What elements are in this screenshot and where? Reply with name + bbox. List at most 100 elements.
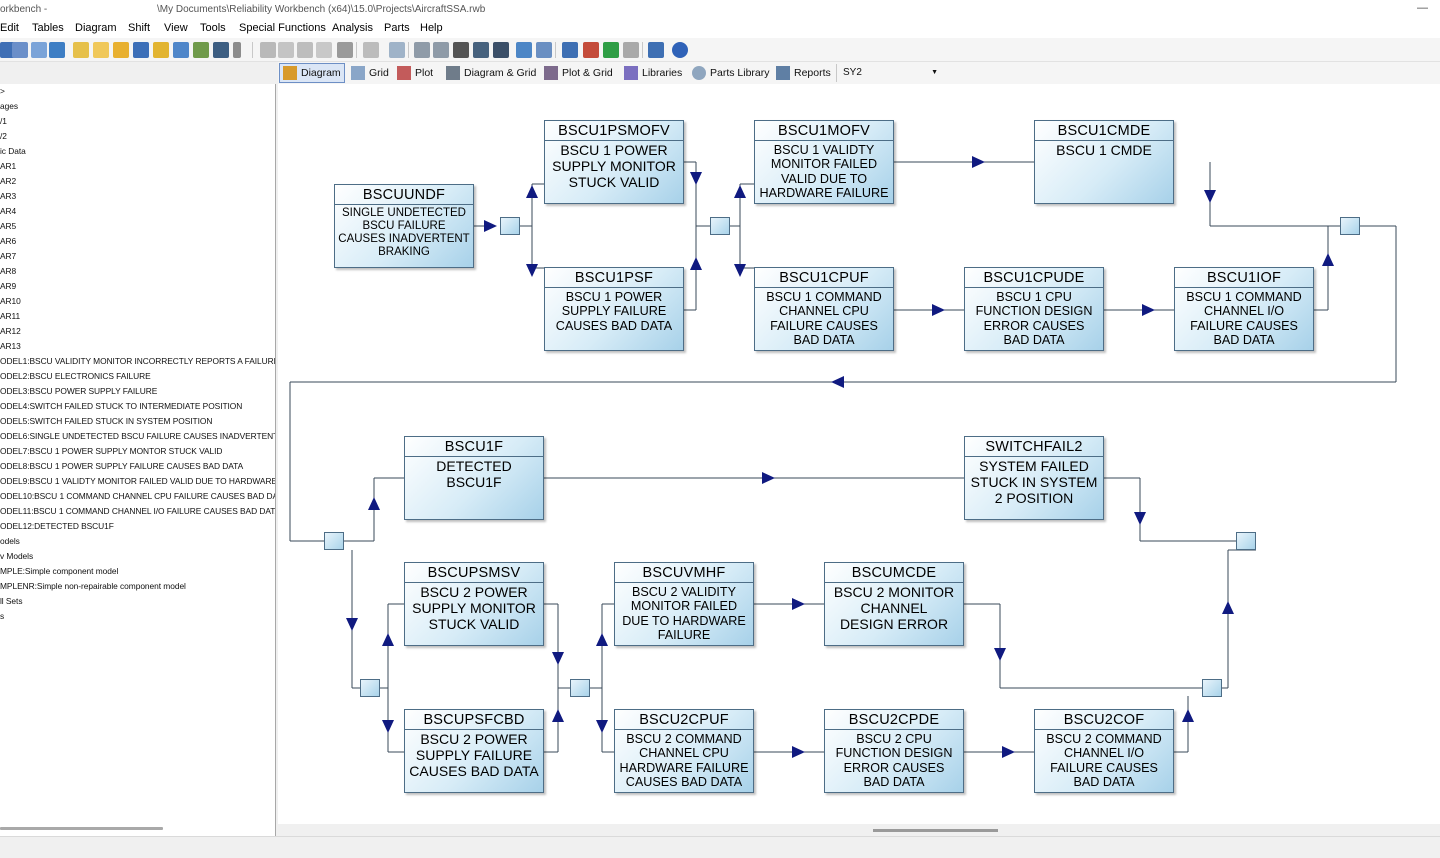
undo-icon[interactable]: [363, 42, 379, 58]
report-icon[interactable]: [536, 42, 552, 58]
junction-node[interactable]: [360, 679, 380, 697]
connect-icon[interactable]: [133, 42, 149, 58]
folder-icon[interactable]: [93, 42, 109, 58]
tree-item[interactable]: AR4: [0, 206, 17, 216]
tree-item[interactable]: ODEL5:SWITCH FAILED STUCK IN SYSTEM POSI…: [0, 416, 213, 426]
tree-horizontal-scrollbar[interactable]: [0, 827, 163, 830]
junction-node[interactable]: [1340, 217, 1360, 235]
tree-item[interactable]: AR13: [0, 341, 21, 351]
tree-item[interactable]: ll Sets: [0, 596, 23, 606]
cut-icon[interactable]: [260, 42, 276, 58]
binoculars-icon[interactable]: [493, 42, 509, 58]
tree-item[interactable]: AR12: [0, 326, 21, 336]
tree-item[interactable]: AR1: [0, 161, 17, 171]
tree-item[interactable]: ages: [0, 101, 18, 111]
tree-item[interactable]: MPLE:Simple component model: [0, 566, 119, 576]
globe-icon[interactable]: [193, 42, 209, 58]
grid-view-button[interactable]: Grid: [348, 63, 392, 83]
diagram-view-button[interactable]: Diagram: [279, 63, 345, 83]
tree-item[interactable]: AR2: [0, 176, 17, 186]
tree-item[interactable]: ODEL7:BSCU 1 POWER SUPPLY MONTOR STUCK V…: [0, 446, 223, 456]
minimize-button[interactable]: —: [1417, 2, 1428, 14]
tree-item[interactable]: ODEL10:BSCU 1 COMMAND CHANNEL CPU FAILUR…: [0, 491, 276, 501]
tree-item[interactable]: AR9: [0, 281, 17, 291]
menu-tables[interactable]: Tables: [32, 22, 64, 34]
pointer-icon[interactable]: [233, 42, 241, 58]
tree-item[interactable]: ODEL9:BSCU 1 VALIDTY MONITOR FAILED VALI…: [0, 476, 276, 486]
junction-node[interactable]: [324, 532, 344, 550]
print-icon[interactable]: [389, 42, 405, 58]
tree-item[interactable]: >: [0, 86, 5, 96]
parts-library-button[interactable]: Parts Library: [689, 63, 773, 83]
query-icon[interactable]: [648, 42, 664, 58]
menu-view[interactable]: View: [164, 22, 188, 34]
tree-item[interactable]: /2: [0, 131, 7, 141]
menu-shift[interactable]: Shift: [128, 22, 151, 34]
folder-open-icon[interactable]: [73, 42, 89, 58]
reports-button[interactable]: Reports: [773, 63, 834, 83]
menu-edit[interactable]: Edit: [0, 22, 19, 34]
tree-item[interactable]: ODEL11:BSCU 1 COMMAND CHANNEL I/O FAILUR…: [0, 506, 276, 516]
pen-icon[interactable]: [153, 42, 169, 58]
junction-node[interactable]: [1236, 532, 1256, 550]
copy-icon[interactable]: [278, 42, 294, 58]
junction-node[interactable]: [710, 217, 730, 235]
menu-help[interactable]: Help: [420, 22, 443, 34]
tree-item[interactable]: ODEL3:BSCU POWER SUPPLY FAILURE: [0, 386, 158, 396]
paste-special-icon[interactable]: [316, 42, 332, 58]
table-icon[interactable]: [453, 42, 469, 58]
libraries-button[interactable]: Libraries: [621, 63, 685, 83]
delete-icon[interactable]: [337, 42, 353, 58]
menu-special-functions[interactable]: Special Functions: [239, 22, 326, 34]
tree-item[interactable]: AR8: [0, 266, 17, 276]
tree-item[interactable]: ODEL4:SWITCH FAILED STUCK TO INTERMEDIAT…: [0, 401, 243, 411]
plot-view-button[interactable]: Plot: [394, 63, 436, 83]
traffic-light-icon[interactable]: [603, 42, 619, 58]
beta-icon[interactable]: [31, 42, 47, 58]
tree-item[interactable]: ODEL8:BSCU 1 POWER SUPPLY FAILURE CAUSES…: [0, 461, 244, 471]
swap-icon[interactable]: [473, 42, 489, 58]
star-icon[interactable]: [113, 42, 129, 58]
menu-analysis[interactable]: Analysis: [332, 22, 373, 34]
canvas-scroll-thumb[interactable]: [873, 829, 998, 832]
picture-icon[interactable]: [173, 42, 189, 58]
image-icon[interactable]: [49, 42, 65, 58]
move-down-icon[interactable]: [433, 42, 449, 58]
help-icon[interactable]: [672, 42, 688, 58]
junction-node[interactable]: [570, 679, 590, 697]
tree-item[interactable]: AR7: [0, 251, 17, 261]
tree-item[interactable]: AR6: [0, 236, 17, 246]
tree-item[interactable]: ODEL6:SINGLE UNDETECTED BSCU FAILURE CAU…: [0, 431, 276, 441]
tree-item[interactable]: AR3: [0, 191, 17, 201]
canvas-horizontal-scrollbar[interactable]: [278, 824, 1440, 836]
diagram-grid-view-button[interactable]: Diagram & Grid: [443, 63, 539, 83]
paste-icon[interactable]: [297, 42, 313, 58]
tree-item[interactable]: AR10: [0, 296, 21, 306]
gauge-icon[interactable]: [623, 42, 639, 58]
junction-node[interactable]: [1202, 679, 1222, 697]
tree-item[interactable]: ODEL1:BSCU VALIDITY MONITOR INCORRECTLY …: [0, 356, 276, 366]
bulb-icon[interactable]: [516, 42, 532, 58]
menu-diagram[interactable]: Diagram: [75, 22, 117, 34]
tree-item[interactable]: ODEL12:DETECTED BSCU1F: [0, 521, 114, 531]
tree-item[interactable]: /1: [0, 116, 7, 126]
tree-item[interactable]: ODEL2:BSCU ELECTRONICS FAILURE: [0, 371, 151, 381]
junction-node[interactable]: [500, 217, 520, 235]
tree-item[interactable]: MPLENR:Simple non-repairable component m…: [0, 581, 186, 591]
check-icon[interactable]: [583, 42, 599, 58]
